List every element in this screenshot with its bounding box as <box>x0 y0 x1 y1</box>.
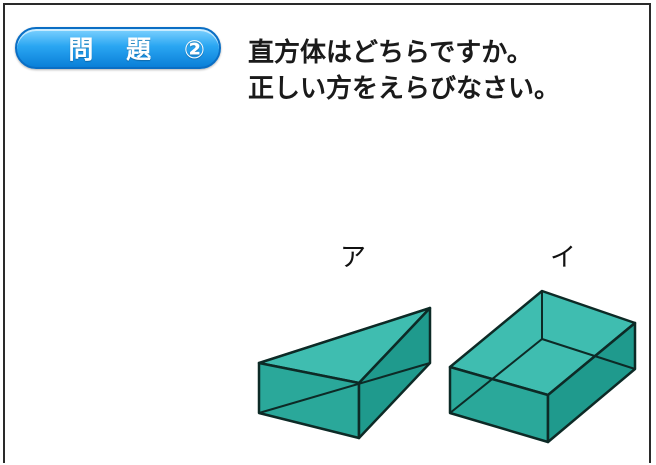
problem-frame: 問 題 ② 直方体はどちらですか。 正しい方をえらびなさい。 ア イ <box>3 3 651 463</box>
problem-number-badge: 問 題 ② <box>15 27 221 69</box>
choice-shapes <box>257 289 637 444</box>
question-text: 直方体はどちらですか。 正しい方をえらびなさい。 <box>248 38 561 104</box>
choice-label-a: ア <box>340 243 367 273</box>
choice-label-i: イ <box>550 243 577 273</box>
choice-shape-a[interactable] <box>257 306 432 440</box>
choice-shape-i[interactable] <box>448 289 637 444</box>
